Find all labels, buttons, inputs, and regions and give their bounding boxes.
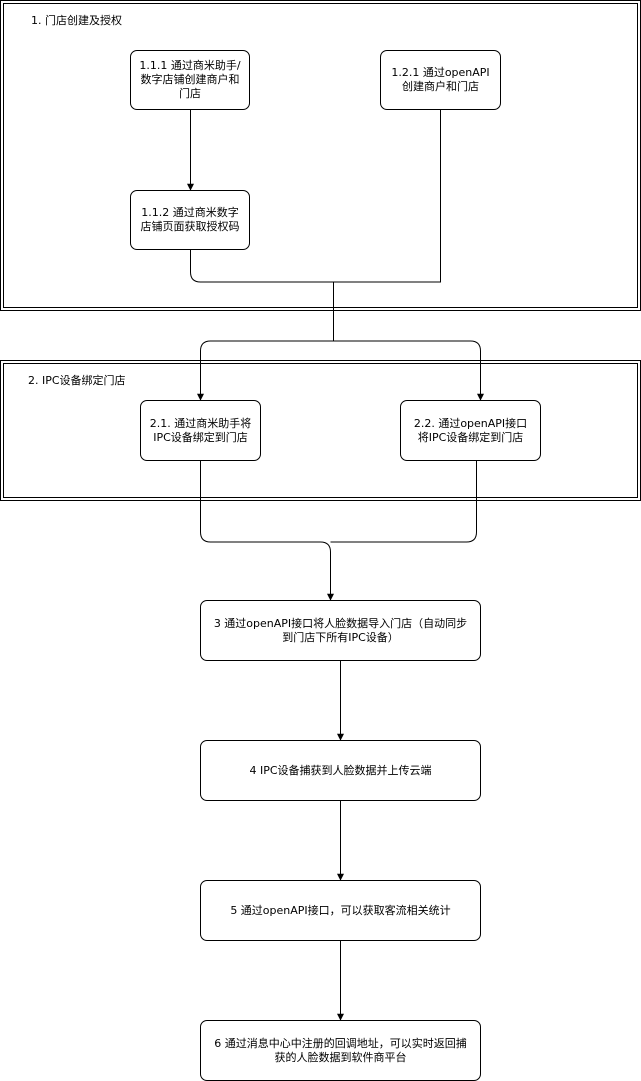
edge-merge-to-22 xyxy=(333,340,484,401)
node-2-1: 2.1. 通过商米助手将IPC设备绑定到门店 xyxy=(140,400,261,461)
node-1-2-1: 1.2.1 通过openAPI创建商户和门店 xyxy=(380,50,501,110)
node-1-1-2: 1.1.2 通过商米数字店铺页面获取授权码 xyxy=(130,190,250,250)
node-6: 6 通过消息中心中注册的回调地址，可以实时返回捕获的人脸数据到软件商平台 xyxy=(200,1020,481,1081)
edge-merge-to-21 xyxy=(197,340,334,401)
group-store-creation-title: 1. 门店创建及授权 xyxy=(31,14,122,27)
node-3: 3 通过openAPI接口将人脸数据导入门店（自动同步到门店下所有IPC设备） xyxy=(200,600,481,661)
edge-21-merge xyxy=(200,460,334,601)
node-5: 5 通过openAPI接口，可以获取客流相关统计 xyxy=(200,880,481,941)
edge-112-merge xyxy=(190,250,334,283)
group-store-creation-inner-border xyxy=(3,3,638,308)
node-4: 4 IPC设备捕获到人脸数据并上传云端 xyxy=(200,740,481,801)
node-2-2: 2.2. 通过openAPI接口将IPC设备绑定到门店 xyxy=(400,400,541,461)
edge-121-merge xyxy=(333,110,441,283)
group-ipc-binding-inner-border xyxy=(3,363,638,498)
node-1-1-1: 1.1.1 通过商米助手/数字店铺创建商户和门店 xyxy=(130,50,250,110)
group-ipc-binding-title: 2. IPC设备绑定门店 xyxy=(28,374,126,387)
edge-22-merge xyxy=(330,460,477,543)
